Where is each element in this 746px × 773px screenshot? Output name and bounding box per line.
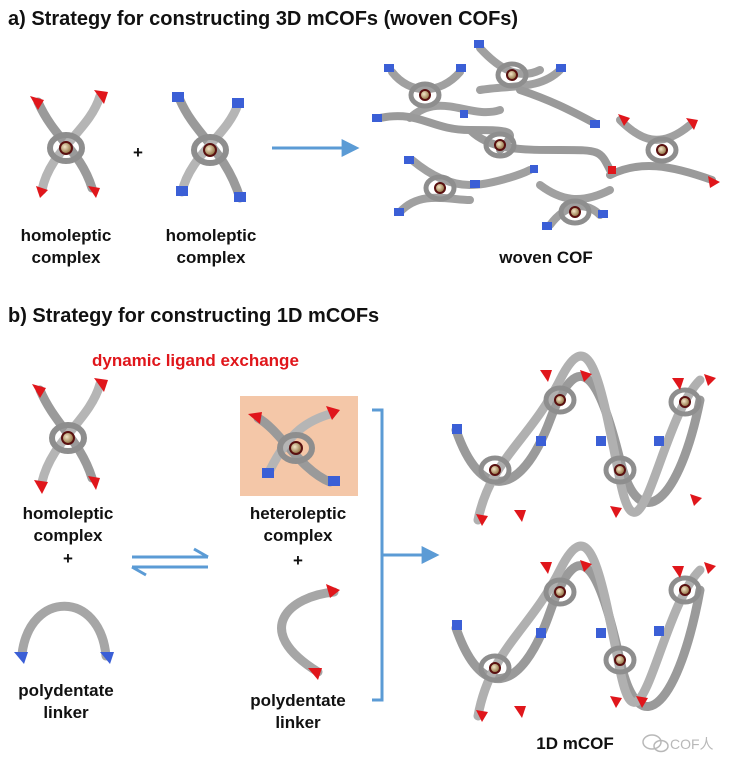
equilibrium-arrows — [131, 547, 209, 577]
mcof-chain-bottom-centers — [452, 560, 716, 722]
right-plus: + — [293, 551, 303, 570]
polydentate-linker-left — [14, 601, 114, 664]
section-a-plus: + — [133, 143, 143, 162]
section-b-title: b) Strategy for constructing 1D mCOFs — [8, 305, 380, 327]
right-linker-label-line1: polydentate — [250, 691, 346, 710]
mcof-chain-top — [451, 351, 705, 525]
woven-cof-network — [376, 44, 716, 229]
right-complex-label-line2: complex — [263, 526, 333, 545]
woven-cof-label: woven COF — [499, 248, 593, 267]
complex1-label-line2: complex — [31, 248, 101, 267]
section-a-title: a) Strategy for constructing 3D mCOFs (w… — [8, 8, 519, 30]
mcof-chain-top-centers — [452, 370, 716, 526]
left-linker-label-line1: polydentate — [18, 681, 114, 700]
complex1-label-line1: homoleptic — [20, 226, 112, 245]
mcof-label: 1D mCOF — [536, 734, 614, 753]
complex2-label-line2: complex — [176, 248, 246, 267]
right-complex-label-line1: heteroleptic — [249, 504, 347, 523]
right-linker-label-line2: linker — [275, 713, 321, 732]
watermark-text: COF人 — [670, 736, 714, 752]
complex2-label-line1: homoleptic — [165, 226, 257, 245]
homoleptic-complex-a1 — [30, 90, 108, 198]
polydentate-linker-right — [277, 584, 340, 680]
left-linker-label-line2: linker — [43, 703, 89, 722]
left-plus: + — [63, 549, 73, 568]
left-complex-label-line2: complex — [33, 526, 103, 545]
homoleptic-complex-a2 — [172, 92, 246, 203]
wechat-icon — [642, 734, 669, 753]
bracket-arrow — [372, 408, 440, 702]
mcof-chain-bottom — [451, 541, 705, 721]
heteroleptic-complex — [240, 396, 358, 496]
woven-cof-end-groups — [372, 40, 720, 230]
woven-cof-metal-centers — [419, 69, 668, 218]
homoleptic-complex-b — [32, 378, 108, 494]
left-complex-label-line1: homoleptic — [22, 504, 114, 523]
dynamic-exchange-label: dynamic ligand exchange — [92, 351, 299, 370]
